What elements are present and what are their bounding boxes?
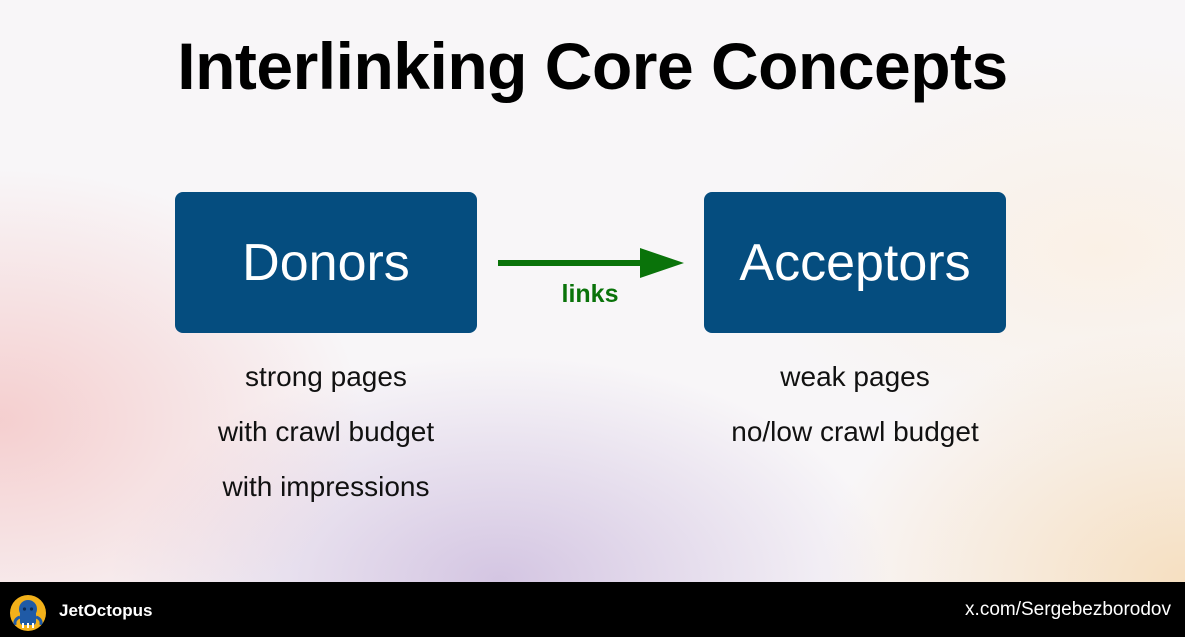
acceptor-attribute: no/low crawl budget <box>731 416 979 447</box>
links-label: links <box>561 280 619 308</box>
links-arrow-icon <box>498 248 684 278</box>
octopus-logo-icon <box>10 595 46 631</box>
donors-attributes: strong pages with crawl budget with impr… <box>161 356 491 521</box>
acceptors-label: Acceptors <box>739 233 971 292</box>
slide-title: Interlinking Core Concepts <box>177 29 1008 103</box>
donor-attribute: with crawl budget <box>217 416 435 447</box>
donor-attribute: with impressions <box>222 471 430 502</box>
donor-attribute: strong pages <box>245 361 407 392</box>
acceptors-box: Acceptors <box>704 192 1006 333</box>
author-handle: x.com/Sergebezborodov <box>965 599 1171 620</box>
donors-label: Donors <box>242 233 410 292</box>
footer-bar: JetOctopus x.com/Sergebezborodov <box>0 582 1185 637</box>
donors-box: Donors <box>175 192 477 333</box>
arrow-head <box>640 248 684 278</box>
arrow-shaft <box>498 260 644 266</box>
acceptor-attribute: weak pages <box>780 361 930 392</box>
acceptors-attributes: weak pages no/low crawl budget <box>690 356 1020 466</box>
brand-name: JetOctopus <box>59 601 153 620</box>
